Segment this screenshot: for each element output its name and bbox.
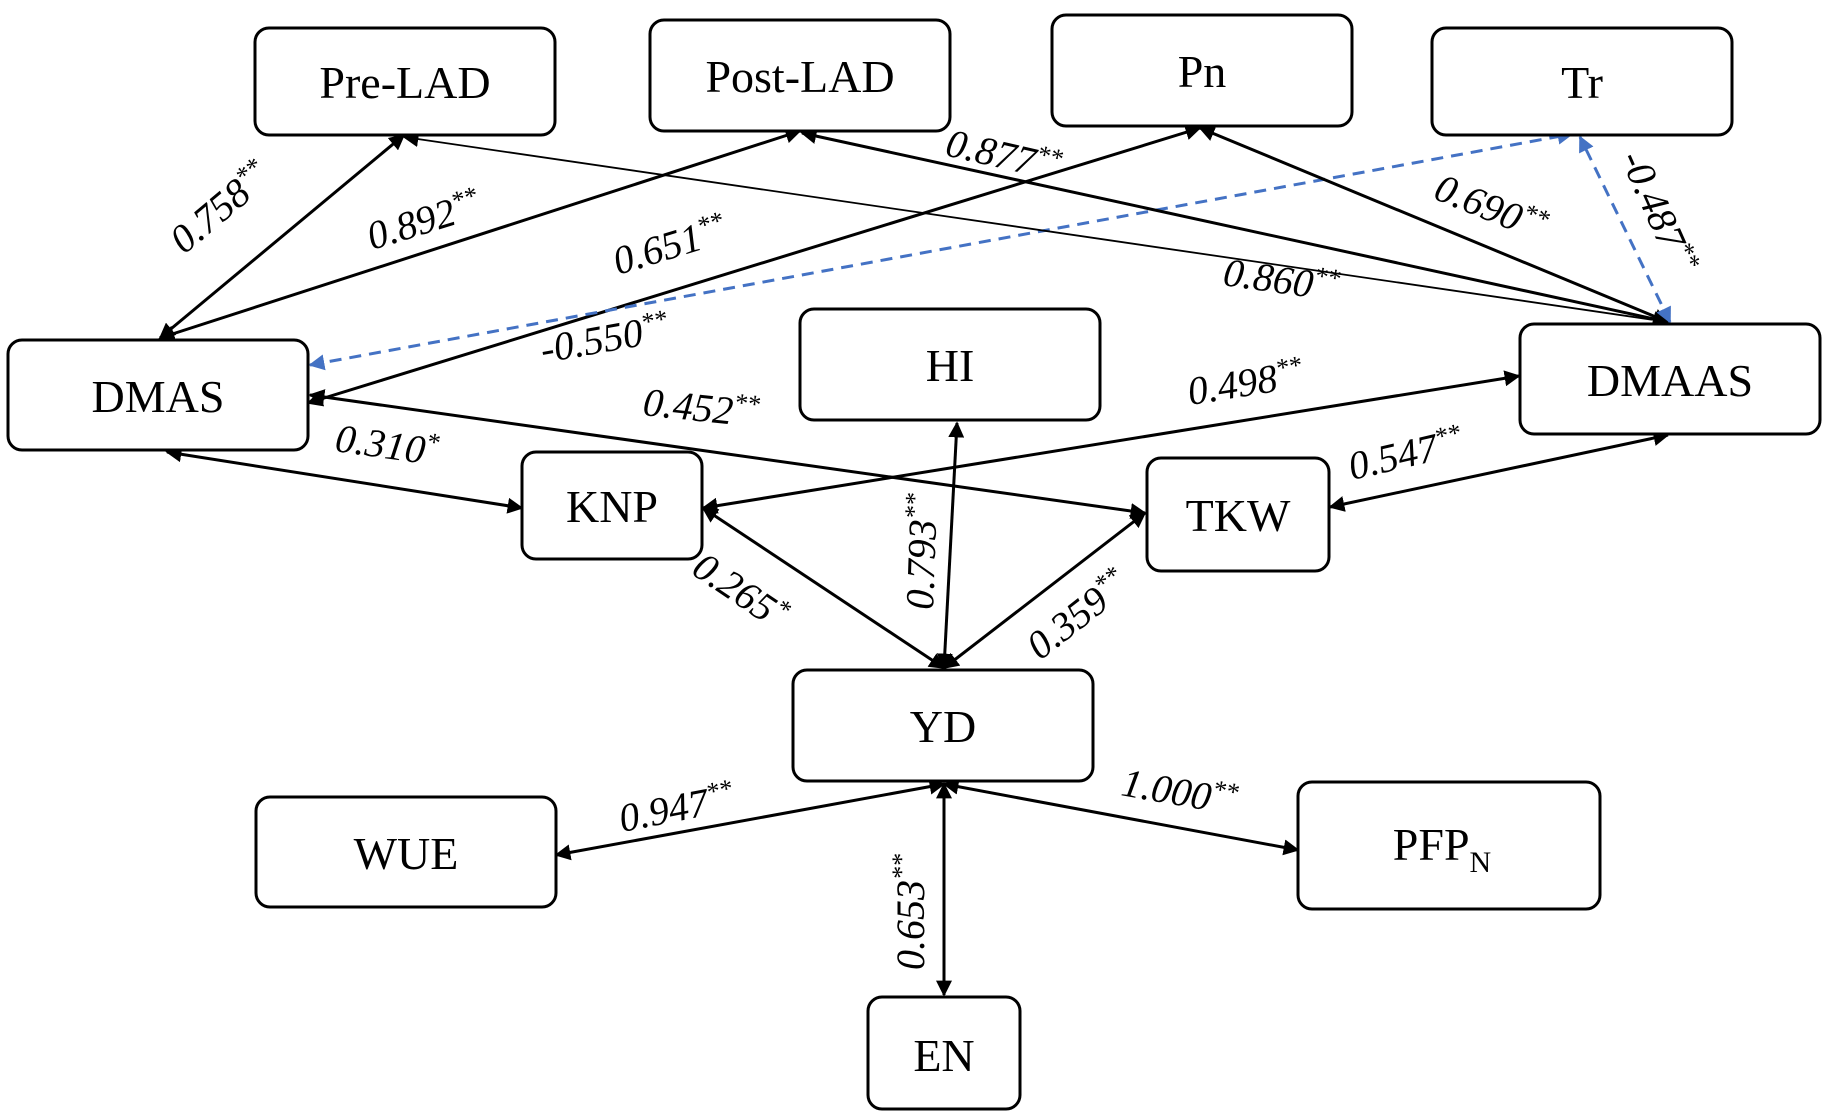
node-hi-label: HI xyxy=(926,340,975,391)
label-tkw-yd: 0.359** xyxy=(1017,560,1137,668)
node-knp: KNP xyxy=(520,450,704,561)
label-yd-pfpn: 1.000** xyxy=(1118,759,1240,824)
node-en-label: EN xyxy=(913,1030,974,1081)
label-yd-en: 0.653** xyxy=(887,854,933,970)
node-dmaas: DMAAS xyxy=(1518,322,1822,436)
node-wue-label: WUE xyxy=(354,828,459,879)
label-dmaas-pn: 0.690** xyxy=(1429,164,1554,250)
label-dmas-tkw: 0.452** xyxy=(641,378,761,436)
node-pre-lad-label: Pre-LAD xyxy=(319,57,490,108)
node-tr: Tr xyxy=(1430,26,1734,137)
label-knp-yd: 0.265* xyxy=(685,542,796,638)
node-pn: Pn xyxy=(1050,13,1354,128)
node-yd: YD xyxy=(791,668,1095,783)
edge-tkw-yd xyxy=(942,511,1147,670)
label-dmas-pn: 0.651** xyxy=(607,206,731,284)
label-knp-dmaas: 0.498** xyxy=(1184,350,1306,414)
node-post-lad: Post-LAD xyxy=(648,18,952,133)
node-pfpn-label: PFPN xyxy=(1393,819,1491,879)
label-dmaas-postlad: 0.877** xyxy=(942,119,1065,190)
node-pfpn: PFPN xyxy=(1296,780,1602,911)
node-dmas: DMAS xyxy=(6,338,310,452)
label-dmas-postlad: 0.892** xyxy=(361,181,485,259)
edge-yd-wue xyxy=(554,778,946,861)
node-hi: HI xyxy=(798,307,1102,422)
edge-knp-yd xyxy=(701,506,946,670)
node-tr-label: Tr xyxy=(1561,57,1603,108)
label-dmaas-tr: -0.487** xyxy=(1612,143,1707,280)
edge-dmaas-tr xyxy=(1578,135,1672,324)
nodes: Pre-LAD Post-LAD Pn Tr DMAS HI DMAAS KN xyxy=(6,13,1822,1111)
node-en: EN xyxy=(866,995,1022,1111)
edge-hi-yd xyxy=(936,421,965,670)
label-hi-yd: 0.793** xyxy=(896,493,946,611)
node-tkw: TKW xyxy=(1145,456,1331,573)
label-dmas-prelad: 0.758** xyxy=(160,152,278,262)
node-wue: WUE xyxy=(254,795,558,909)
edge-tkw-dmaas xyxy=(1328,430,1670,512)
node-pn-label: Pn xyxy=(1178,46,1227,97)
label-dmas-tr: -0.550** xyxy=(537,304,672,372)
label-tkw-dmaas: 0.547** xyxy=(1344,418,1467,489)
node-pre-lad: Pre-LAD xyxy=(253,26,557,137)
node-knp-label: KNP xyxy=(566,481,658,532)
label-dmaas-prelad: 0.860** xyxy=(1221,248,1342,310)
label-dmas-knp: 0.310* xyxy=(333,414,441,474)
label-yd-wue: 0.947** xyxy=(615,774,738,841)
edge-dmas-knp xyxy=(165,446,524,514)
edge-knp-dmaas xyxy=(701,370,1521,514)
node-tkw-label: TKW xyxy=(1186,490,1291,541)
node-yd-label: YD xyxy=(910,701,976,752)
node-dmaas-label: DMAAS xyxy=(1587,355,1753,406)
edge-yd-pfpn xyxy=(942,778,1300,856)
edges xyxy=(158,124,1672,997)
node-post-lad-label: Post-LAD xyxy=(705,51,894,102)
node-dmas-label: DMAS xyxy=(92,371,225,422)
